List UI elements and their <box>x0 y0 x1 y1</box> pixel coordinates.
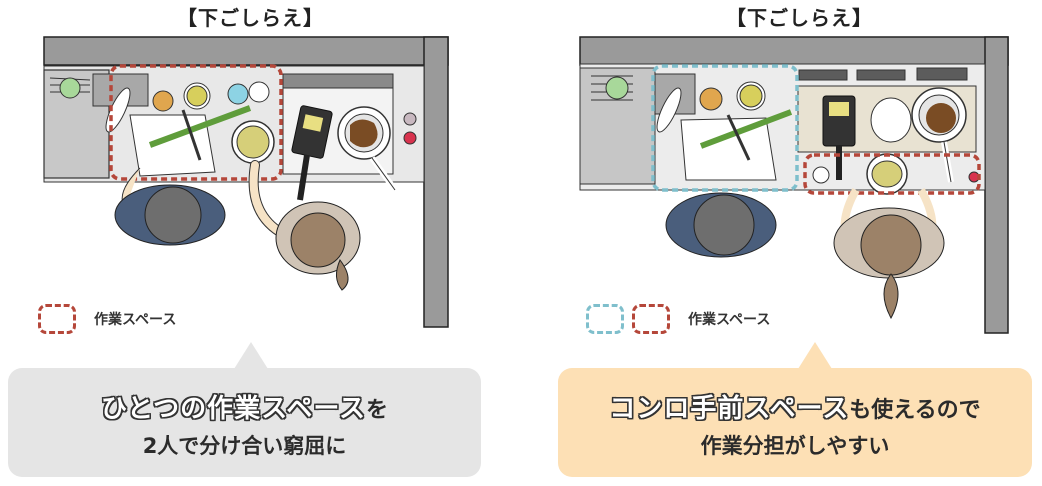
callout-line-2: 作業分担がしやすい <box>700 434 890 458</box>
legend-label: 作業スペース <box>688 312 771 328</box>
legend-swatch-red <box>632 304 670 334</box>
counter-back <box>43 36 449 66</box>
counter-side <box>423 36 449 328</box>
callout-emphasis: コンロ手前スペース <box>609 394 850 424</box>
panel-title: 【下ごしらえ】 <box>726 6 873 30</box>
kitchen-illustration <box>43 36 449 328</box>
callout-problem: ひとつの作業スペースを 2人で分け合い窮屈に <box>8 342 481 477</box>
green-bowl <box>605 76 629 100</box>
legend-label: 作業スペース <box>94 312 177 328</box>
callout-solution: コンロ手前スペースも使えるので 作業分担がしやすい <box>558 342 1032 477</box>
legend-swatch-red <box>38 304 76 334</box>
kitchen-illustration <box>579 36 1009 334</box>
callout-emphasis: ひとつの作業スペース <box>100 394 367 424</box>
counter-side <box>984 36 1009 334</box>
work-zone-red <box>803 153 981 195</box>
green-bowl <box>59 77 81 99</box>
callout-line-2: 2人で分け合い窮屈に <box>142 434 347 458</box>
callout-line-1: ひとつの作業スペースを <box>8 388 481 425</box>
callout-suffix: も使えるので <box>849 398 981 423</box>
person-2-head <box>290 212 346 268</box>
counter-back <box>579 36 1009 66</box>
green-onion <box>148 105 252 148</box>
callout-suffix: を <box>366 398 389 423</box>
work-zone-red <box>109 64 283 181</box>
panel-after: 【下ごしらえ】 <box>521 0 1042 486</box>
legend-swatch-blue <box>586 304 624 334</box>
person-2-head <box>860 214 922 276</box>
person-1-head <box>693 194 755 256</box>
callout-line-1: コンロ手前スペースも使えるので <box>558 388 1032 425</box>
cutting-board <box>680 117 777 181</box>
legend: 作業スペース <box>38 304 176 334</box>
work-zone-blue <box>651 64 799 192</box>
green-onion <box>699 109 793 149</box>
panel-title: 【下ごしらえ】 <box>177 6 324 30</box>
cloth <box>656 87 682 133</box>
person-1-head <box>144 186 202 244</box>
legend: 作業スペース <box>586 304 770 334</box>
panel-before: 【下ごしらえ】 <box>8 6 481 477</box>
